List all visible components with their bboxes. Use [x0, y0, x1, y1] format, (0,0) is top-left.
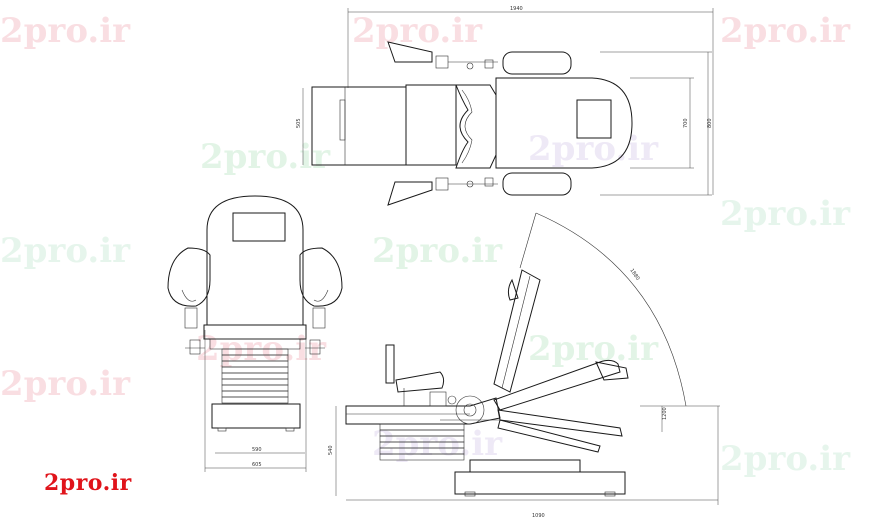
watermark-text: 2pro.ir	[200, 137, 331, 177]
watermark-text: 2pro.ir	[0, 231, 131, 271]
watermark-text: 2pro.ir	[720, 11, 851, 51]
watermark-text: 2pro.ir	[372, 231, 503, 271]
watermark-text: 2pro.ir	[0, 11, 131, 51]
dim-front-width-overall: 605	[252, 462, 262, 468]
watermark-text: 2pro.ir	[720, 194, 851, 234]
watermark-text: 2pro.ir	[528, 329, 659, 369]
front-bellows	[221, 348, 289, 404]
watermark-text: 2pro.ir	[0, 364, 131, 404]
dim-top-height-right: 800	[707, 118, 713, 128]
dim-side-seat-height: 1200	[662, 407, 668, 420]
watermark-layer: 2pro.ir 2pro.ir 2pro.ir 2pro.ir 2pro.ir …	[0, 11, 851, 479]
dim-side-arc: 1880	[628, 268, 640, 282]
front-view: 590 605	[167, 195, 343, 472]
dim-front-width-inner: 590	[252, 447, 262, 453]
brand-logo: 2pro.ir	[44, 470, 132, 496]
watermark-text: 2pro.ir	[352, 11, 483, 51]
watermark-text: 2pro.ir	[528, 129, 659, 169]
dim-top-height-inner: 700	[683, 118, 689, 128]
top-view: 1940 800 700 505	[296, 6, 714, 206]
side-bellows	[379, 423, 465, 461]
dim-top-overall: 1940	[510, 6, 523, 12]
dim-side-width: 1090	[532, 513, 545, 519]
watermark-text: 2pro.ir	[720, 439, 851, 479]
watermark-text: 2pro.ir	[372, 424, 503, 464]
dim-top-height-left: 505	[296, 118, 302, 128]
dim-side-height: 540	[328, 445, 334, 455]
